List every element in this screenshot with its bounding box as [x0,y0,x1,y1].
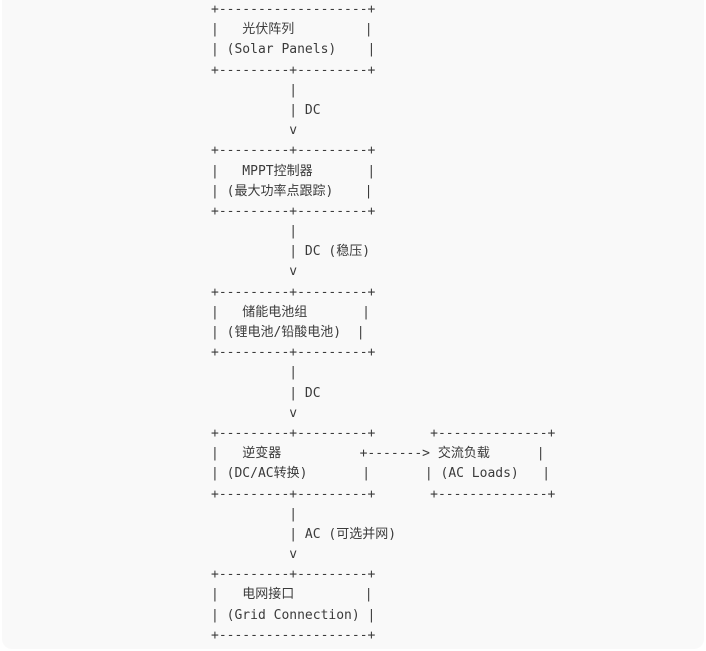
diagram-line-21: v [211,405,298,421]
diagram-line-22: +---------+---------+ +--------------+ [211,425,556,441]
diagram-line-25: +---------+---------+ +--------------+ [211,486,556,502]
diagram-line-5: | [211,82,298,98]
diagram-line-10: | (最大功率点跟踪) | [211,183,373,199]
diagram-line-29: +---------+---------+ [211,567,376,583]
diagram-line-13: | DC (稳压) [211,244,371,260]
diagram-line-2: | 光伏阵列 | [211,22,373,38]
diagram-line-24: | (DC/AC转换) | | (AC Loads) | [211,466,551,482]
diagram-line-1: +-------------------+ [211,2,376,17]
diagram-line-6: | DC [211,102,321,118]
diagram-line-7: v [211,123,298,139]
diagram-line-3: | (Solar Panels) | [211,42,376,58]
diagram-line-26: | [211,506,298,522]
diagram-line-17: | (锂电池/铅酸电池) | [211,325,365,340]
diagram-line-23: | 逆变器 +-------> 交流负载 | [211,446,545,462]
diagram-line-32: +-------------------+ [211,627,376,643]
diagram-line-12: | [211,224,298,240]
diagram-line-30: | 电网接口 | [211,587,373,603]
diagram-line-14: v [211,264,298,280]
diagram-line-16: | 储能电池组 | [211,304,370,320]
diagram-line-18: +---------+---------+ [211,345,376,361]
diagram-line-4: +---------+---------+ [211,62,376,78]
diagram-line-15: +---------+---------+ [211,284,376,300]
diagram-line-27: | AC (可选并网) [211,526,397,542]
diagram-line-28: v [211,547,298,563]
diagram-line-31: | (Grid Connection) | [211,607,376,623]
diagram-line-9: | MPPT控制器 | [211,163,376,179]
diagram-line-20: | DC [211,385,321,401]
diagram-line-19: | [211,365,298,381]
diagram-line-8: +---------+---------+ [211,143,376,159]
diagram-line-11: +---------+---------+ [211,203,376,219]
ascii-flow-diagram: +-------------------+ | 光伏阵列 | | (Solar Pa… [211,0,555,646]
